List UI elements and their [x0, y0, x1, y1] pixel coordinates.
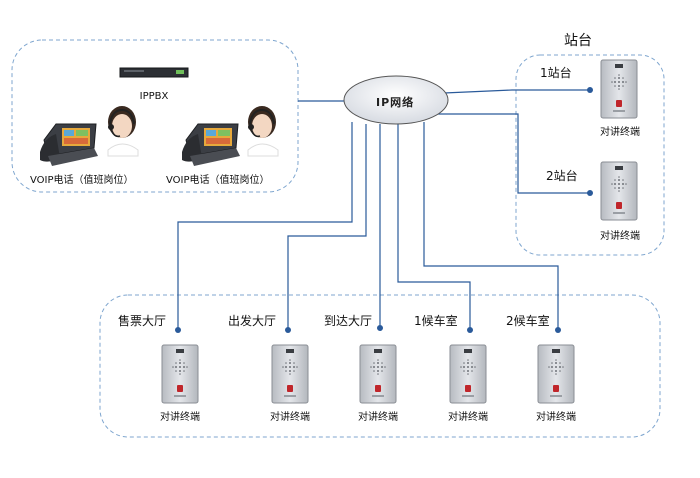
cloud-label: IP网络	[376, 96, 415, 109]
voip-label-2: VOIP电话（值班岗位）	[166, 175, 270, 186]
hall-caption-5: 对讲终端	[536, 412, 576, 423]
station-name-2: 2站台	[546, 169, 578, 183]
hall-terminal-icon-4	[449, 344, 487, 404]
voip-label-1: VOIP电话（值班岗位）	[30, 175, 134, 186]
office-group	[11, 39, 299, 193]
station-terminal-icon-1	[600, 59, 638, 119]
station-caption-2: 对讲终端	[600, 231, 640, 242]
hall-terminal-icon-3	[359, 344, 397, 404]
link-station-2	[430, 113, 593, 196]
agent-icon-2	[247, 105, 279, 157]
hall-name-2: 出发大厅	[228, 314, 277, 328]
hall-terminal-icon-5	[537, 344, 575, 404]
station-name-1: 1站台	[540, 66, 572, 80]
ippbx-server-icon	[119, 67, 189, 78]
station-terminal-icon-2	[600, 161, 638, 221]
ippbx-label: IPPBX	[139, 91, 169, 102]
station-caption-1: 对讲终端	[600, 127, 640, 138]
link-station-1	[443, 87, 593, 94]
hall-terminal-icon-2	[271, 344, 309, 404]
hall-name-5: 2候车室	[506, 314, 550, 328]
station-group	[515, 54, 665, 256]
agent-icon-1	[107, 105, 139, 157]
ip-network-cloud	[343, 75, 449, 125]
hall-caption-1: 对讲终端	[160, 412, 200, 423]
voip-phone-icon-2	[181, 123, 241, 167]
hall-caption-4: 对讲终端	[448, 412, 488, 423]
station-title: 站台	[564, 33, 592, 49]
hall-terminal-icon-1	[161, 344, 199, 404]
hall-caption-3: 对讲终端	[358, 412, 398, 423]
link-hall-5	[423, 122, 561, 333]
link-hall-2	[285, 124, 367, 333]
link-hall-1	[175, 122, 353, 333]
hall-name-3: 到达大厅	[324, 314, 373, 328]
hall-name-1: 售票大厅	[118, 314, 167, 328]
voip-phone-icon-1	[39, 123, 99, 167]
hall-name-4: 1候车室	[414, 314, 458, 328]
link-hall-4	[397, 124, 473, 333]
hall-caption-2: 对讲终端	[270, 412, 310, 423]
